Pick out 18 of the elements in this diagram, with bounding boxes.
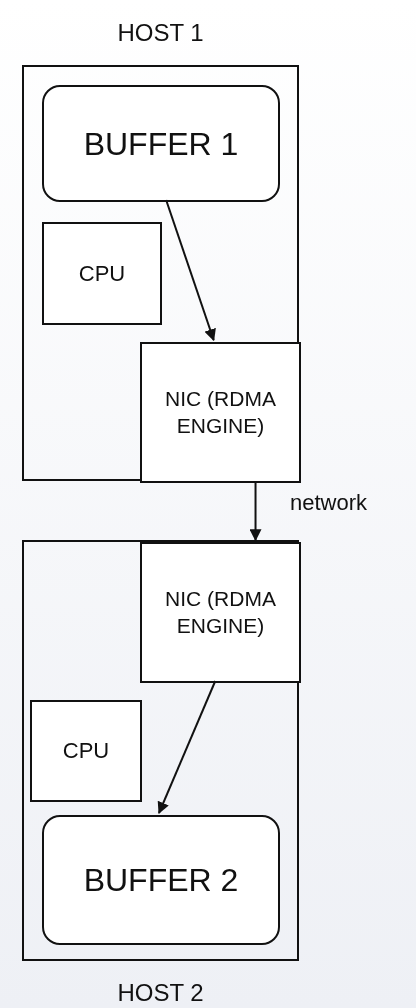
arrow <box>165 199 216 342</box>
component-label: NIC (RDMA ENGINE) <box>164 586 277 639</box>
component-label: BUFFER 2 <box>82 861 240 900</box>
component-box <box>30 700 142 802</box>
buffer-box <box>42 815 280 945</box>
arrow <box>249 480 262 542</box>
arrow <box>157 680 217 815</box>
component-box <box>42 222 162 325</box>
component-label: CPU <box>77 259 127 288</box>
edge-label: network <box>290 490 368 516</box>
component-label: BUFFER 1 <box>82 124 240 164</box>
component-box <box>140 342 301 483</box>
component-box <box>140 542 301 683</box>
buffer-box <box>42 85 280 202</box>
host-label: HOST 1 <box>116 19 205 47</box>
component-label: CPU <box>61 737 111 765</box>
host-label: HOST 2 <box>116 979 205 1007</box>
component-label: NIC (RDMA ENGINE) <box>164 386 277 439</box>
